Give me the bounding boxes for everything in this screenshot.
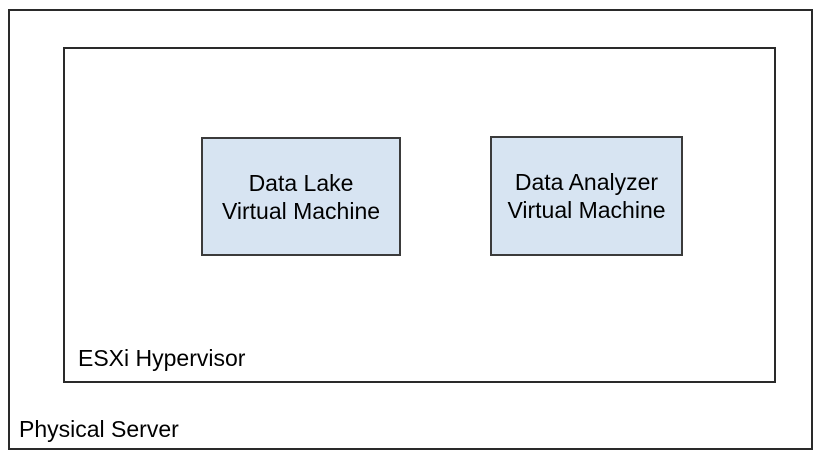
data-lake-vm-label-line1: Data Lake <box>248 169 354 196</box>
esxi-hypervisor-box: Data Lake Virtual Machine Data Analyzer … <box>63 47 776 383</box>
physical-server-label: Physical Server <box>19 416 179 442</box>
data-analyzer-vm-box: Data Analyzer Virtual Machine <box>490 136 683 256</box>
data-lake-vm-box: Data Lake Virtual Machine <box>201 137 401 256</box>
data-analyzer-vm-label-line1: Data Analyzer <box>514 169 659 195</box>
data-lake-vm-label-line2: Virtual Machine <box>221 197 381 224</box>
physical-server-box: Data Lake Virtual Machine Data Analyzer … <box>8 9 813 450</box>
data-analyzer-vm-label-line2: Virtual Machine <box>507 197 666 223</box>
esxi-hypervisor-label: ESXi Hypervisor <box>78 345 246 371</box>
